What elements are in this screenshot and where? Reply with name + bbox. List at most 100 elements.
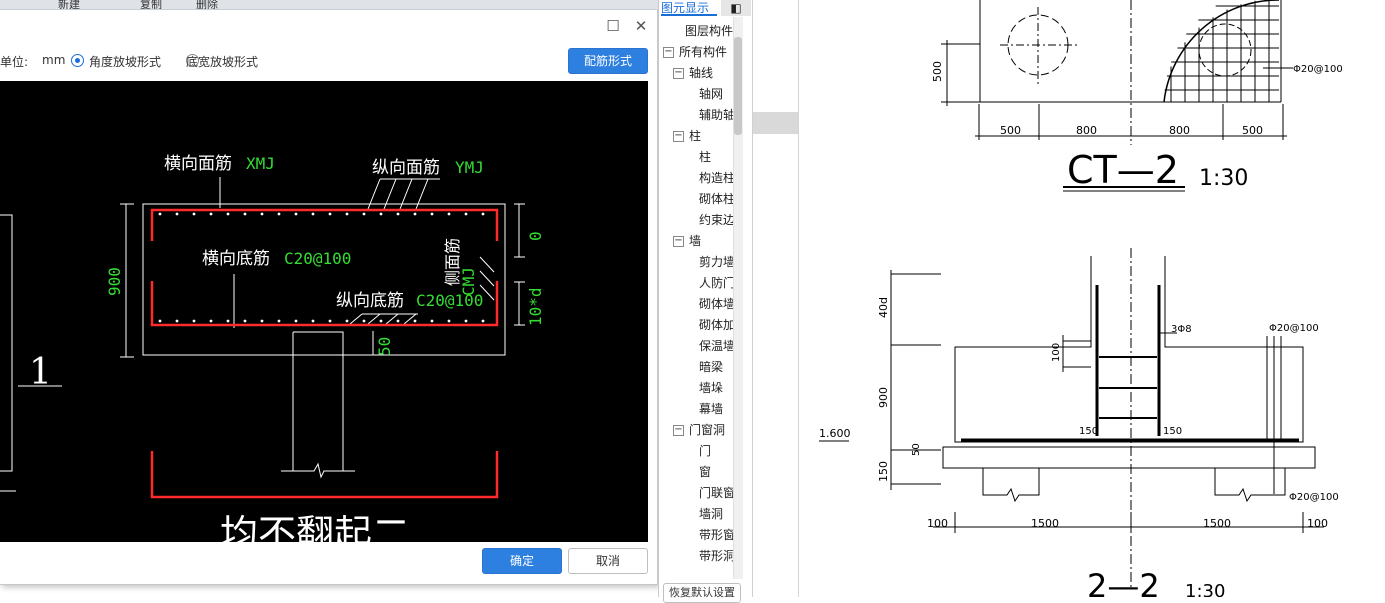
tree-scrollbar[interactable]: [733, 17, 743, 579]
rebar-dot: [175, 319, 179, 323]
rebar-dot: [158, 319, 162, 323]
dim-height: 900: [105, 267, 124, 296]
radio-width-slope[interactable]: [185, 54, 199, 67]
label-top-trans: 横向面筋: [164, 154, 232, 174]
tree-scroll-thumb[interactable]: [734, 37, 742, 135]
option-width-label[interactable]: 底宽放坡形式: [186, 55, 259, 69]
close-button[interactable]: ✕: [634, 17, 648, 35]
tree-item[interactable]: 幕墙: [659, 399, 739, 420]
tree-item[interactable]: −所有构件: [659, 42, 739, 63]
rebar-dot: [226, 212, 230, 216]
rebar-dot: [430, 319, 434, 323]
dim-top: 0: [526, 231, 545, 241]
restore-default-button[interactable]: 恢复默认设置: [663, 583, 741, 603]
dim-bottom-2: 1500: [1031, 517, 1059, 530]
tree-item[interactable]: 柱: [659, 147, 739, 168]
rebar-dot: [260, 212, 264, 216]
collapse-toggle-icon[interactable]: −: [673, 424, 684, 436]
tree-item[interactable]: 人防门: [659, 273, 739, 294]
collapse-toggle-icon[interactable]: −: [673, 235, 684, 247]
tree-list: −所有构件−轴线轴网辅助轴−柱柱构造柱砌体柱约束边−墙剪力墙人防门砌体墙砌体加保…: [659, 42, 735, 577]
rebar-dot: [328, 319, 332, 323]
label-bot-long: 纵向底筋: [336, 291, 404, 311]
label-side: 侧面筋: [443, 238, 462, 286]
radio-angle-slope[interactable]: [71, 54, 84, 67]
dim-bottom-3: 1500: [1203, 517, 1231, 530]
copy-button[interactable]: 复制: [140, 0, 162, 10]
tree-item-label: 砌体墙: [699, 297, 736, 311]
tree-item[interactable]: 墙洞: [659, 504, 739, 525]
tree-item-label: 保温墙: [699, 339, 736, 353]
drawing-title-1: CT—2: [1067, 148, 1179, 192]
label-bot-long-code: C20@100: [416, 291, 483, 310]
rebar-dot: [192, 212, 196, 216]
tree-item-label: 所有构件: [679, 45, 728, 59]
rebar-dot: [209, 212, 213, 216]
left-number: 1: [29, 352, 52, 393]
tree-item[interactable]: 带形窗: [659, 525, 739, 546]
tree-item[interactable]: 墙垛: [659, 378, 739, 399]
tab-attribute[interactable]: ◧: [721, 0, 751, 16]
bottom-partial-line: [150, 451, 499, 499]
rebar-dot: [175, 212, 179, 216]
rebar-dot: [413, 212, 417, 216]
collapse-toggle-icon[interactable]: −: [673, 67, 684, 79]
tree-item[interactable]: 约束边: [659, 210, 739, 231]
tree-item[interactable]: 门联窗: [659, 483, 739, 504]
rebar-dot: [362, 212, 366, 216]
tree-item[interactable]: −柱: [659, 126, 739, 147]
tree-item-label: 约束边: [699, 213, 736, 227]
tree-item[interactable]: 剪力墙: [659, 252, 739, 273]
tree-item[interactable]: 轴网: [659, 84, 739, 105]
dim-bottom-1: 100: [927, 517, 948, 530]
tree-item[interactable]: 构造柱: [659, 168, 739, 189]
elevation-label: 1.600: [819, 427, 851, 440]
tree-item[interactable]: 辅助轴: [659, 105, 739, 126]
rebar-dot: [345, 319, 349, 323]
tree-item[interactable]: −墙: [659, 231, 739, 252]
delete-button[interactable]: 删除: [196, 0, 218, 10]
cad-drawing-area[interactable]: 500 500 800 800 500 Φ20@100 CT—2 1:30 40…: [798, 0, 1385, 597]
option-angle-label[interactable]: 角度放坡形式: [89, 55, 162, 69]
dim-150: 150: [877, 461, 890, 482]
drawing-title-2: 2—2: [1087, 567, 1160, 597]
rebar-dot: [311, 319, 315, 323]
collapse-toggle-icon[interactable]: −: [663, 46, 674, 58]
tree-item-label: 轴网: [699, 87, 724, 101]
tree-item[interactable]: 暗梁: [659, 357, 739, 378]
rebar-form-button[interactable]: 配筋形式: [568, 48, 648, 74]
tree-item[interactable]: 带形洞: [659, 546, 739, 567]
top-rebar-line: [150, 208, 499, 241]
rebar-dot: [413, 319, 417, 323]
tree-item[interactable]: 门: [659, 441, 739, 462]
tree-item[interactable]: 窗: [659, 462, 739, 483]
label-top-long: 纵向面筋: [372, 158, 440, 178]
tree-item-label: 轴线: [689, 66, 714, 80]
bottom-rebar-line: [150, 281, 499, 327]
new-button[interactable]: 新建: [58, 0, 80, 10]
left-section-outline: [0, 214, 13, 472]
rebar-dot: [260, 319, 264, 323]
tree-item[interactable]: 保温墙: [659, 336, 739, 357]
tree-item[interactable]: 砌体加: [659, 315, 739, 336]
tree-item[interactable]: −轴线: [659, 63, 739, 84]
maximize-button[interactable]: ☐: [606, 17, 620, 35]
rebar-note-top: Φ20@100: [1293, 64, 1343, 75]
pile-circle: [1198, 23, 1252, 77]
tree-item-label: 辅助轴: [699, 108, 736, 122]
dim-top-3: 800: [1169, 124, 1190, 137]
cancel-button[interactable]: 取消: [568, 548, 648, 574]
rebar-dot: [379, 319, 383, 323]
rebar-dot: [311, 212, 315, 216]
collapse-toggle-icon[interactable]: −: [673, 130, 684, 142]
tree-item-label: 墙洞: [699, 507, 724, 521]
tree-item[interactable]: −门窗洞: [659, 420, 739, 441]
splitter-handle[interactable]: [752, 112, 798, 134]
tab-element-display[interactable]: 图元显示: [661, 0, 717, 16]
tree-item-label: 墙垛: [699, 381, 724, 395]
tree-item[interactable]: 砌体柱: [659, 189, 739, 210]
confirm-button[interactable]: 确定: [482, 548, 562, 574]
tree-item[interactable]: 砌体墙: [659, 294, 739, 315]
dim-bottom-4: 100: [1307, 517, 1328, 530]
rebar-dot: [464, 319, 468, 323]
